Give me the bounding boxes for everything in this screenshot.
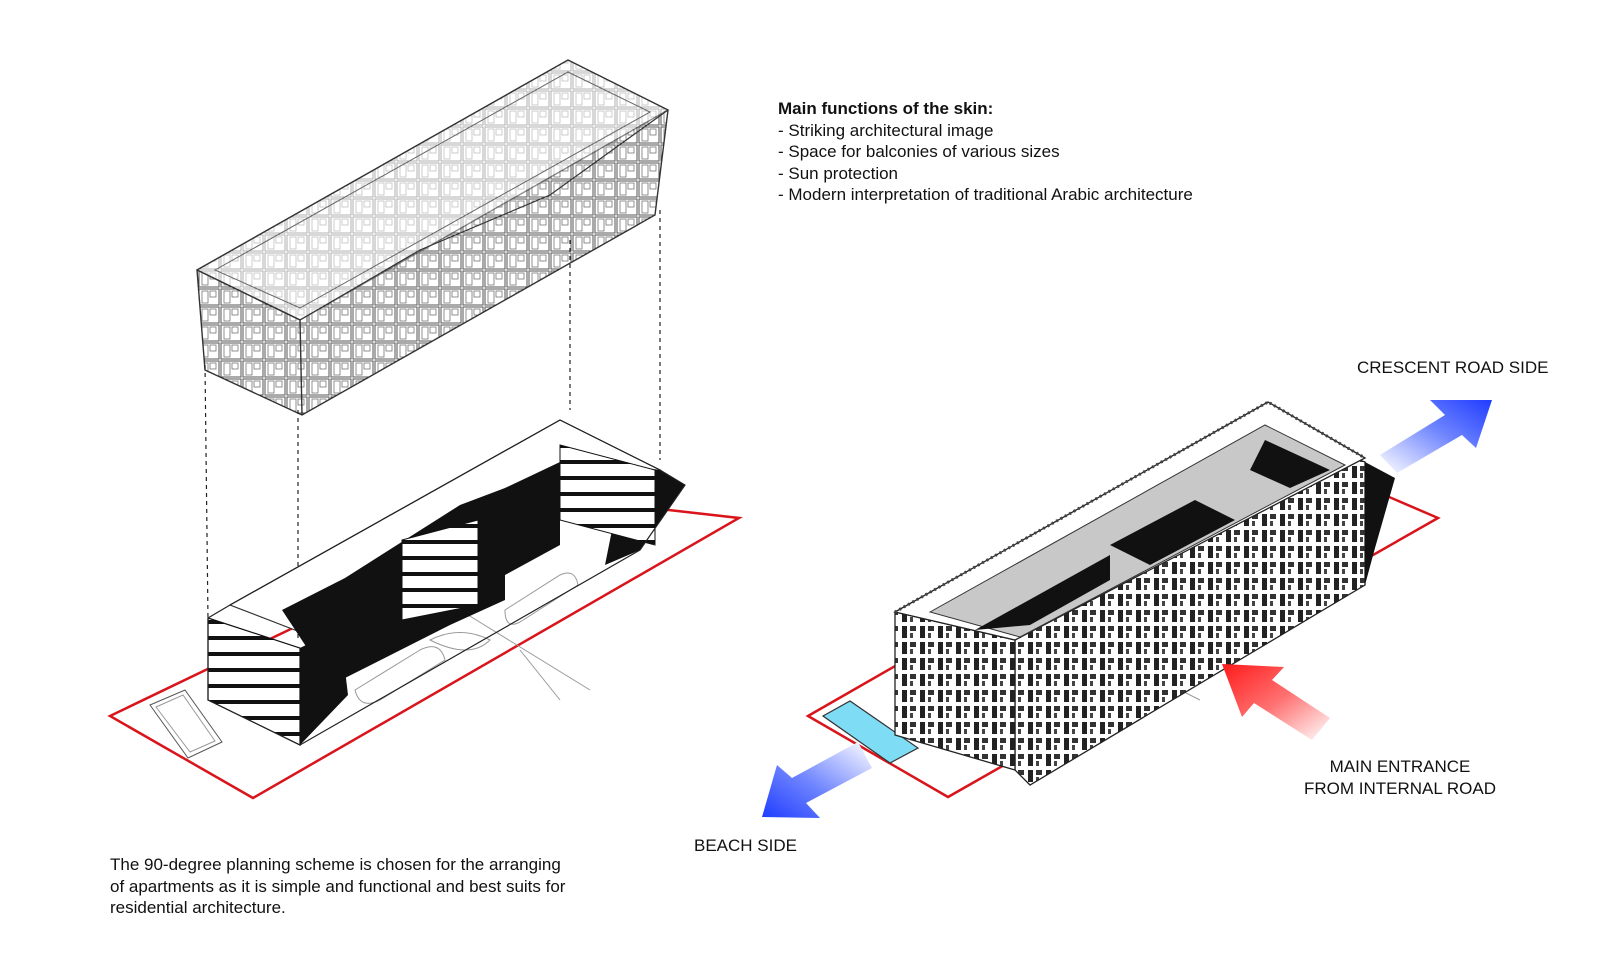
planning-text-line: The 90-degree planning scheme is chosen … bbox=[110, 855, 561, 874]
planning-text-line: of apartments as it is simple and functi… bbox=[110, 876, 566, 896]
facade-skin-exploded bbox=[195, 59, 670, 416]
skin-function-item: - Sun protection bbox=[778, 163, 899, 183]
label-crescent-road-side: CRESCENT ROAD SIDE bbox=[1357, 358, 1549, 377]
planning-text-line: residential architecture. bbox=[110, 898, 286, 918]
skin-function-item: - Striking architectural image bbox=[778, 120, 994, 140]
skin-function-item: - Modern interpretation of traditional A… bbox=[778, 185, 1193, 205]
label-main-entrance-line1: MAIN ENTRANCE bbox=[1329, 757, 1471, 776]
label-beach-side: BEACH SIDE bbox=[694, 836, 797, 855]
skin-function-item: - Space for balconies of various sizes bbox=[778, 142, 1060, 162]
arrow-main-entrance bbox=[1222, 664, 1330, 740]
building-mass-exploded bbox=[207, 419, 686, 746]
arrow-beach bbox=[762, 742, 872, 818]
label-main-entrance: MAIN ENTRANCE FROM INTERNAL ROAD bbox=[1300, 756, 1500, 799]
label-main-entrance-line2: FROM INTERNAL ROAD bbox=[1303, 778, 1497, 798]
projection-lines bbox=[204, 210, 661, 640]
assembled-axonometric bbox=[805, 400, 1441, 799]
arrow-crescent-road bbox=[1380, 400, 1492, 473]
skin-functions-heading: Main functions of the skin: bbox=[778, 99, 994, 118]
skin-functions-block: Main functions of the skin: - Striking a… bbox=[778, 98, 1193, 206]
exploded-axonometric bbox=[107, 59, 743, 800]
swimming-pool bbox=[821, 700, 920, 764]
building-assembled bbox=[893, 400, 1395, 786]
planning-scheme-text: The 90-degree planning scheme is chosen … bbox=[110, 854, 610, 919]
